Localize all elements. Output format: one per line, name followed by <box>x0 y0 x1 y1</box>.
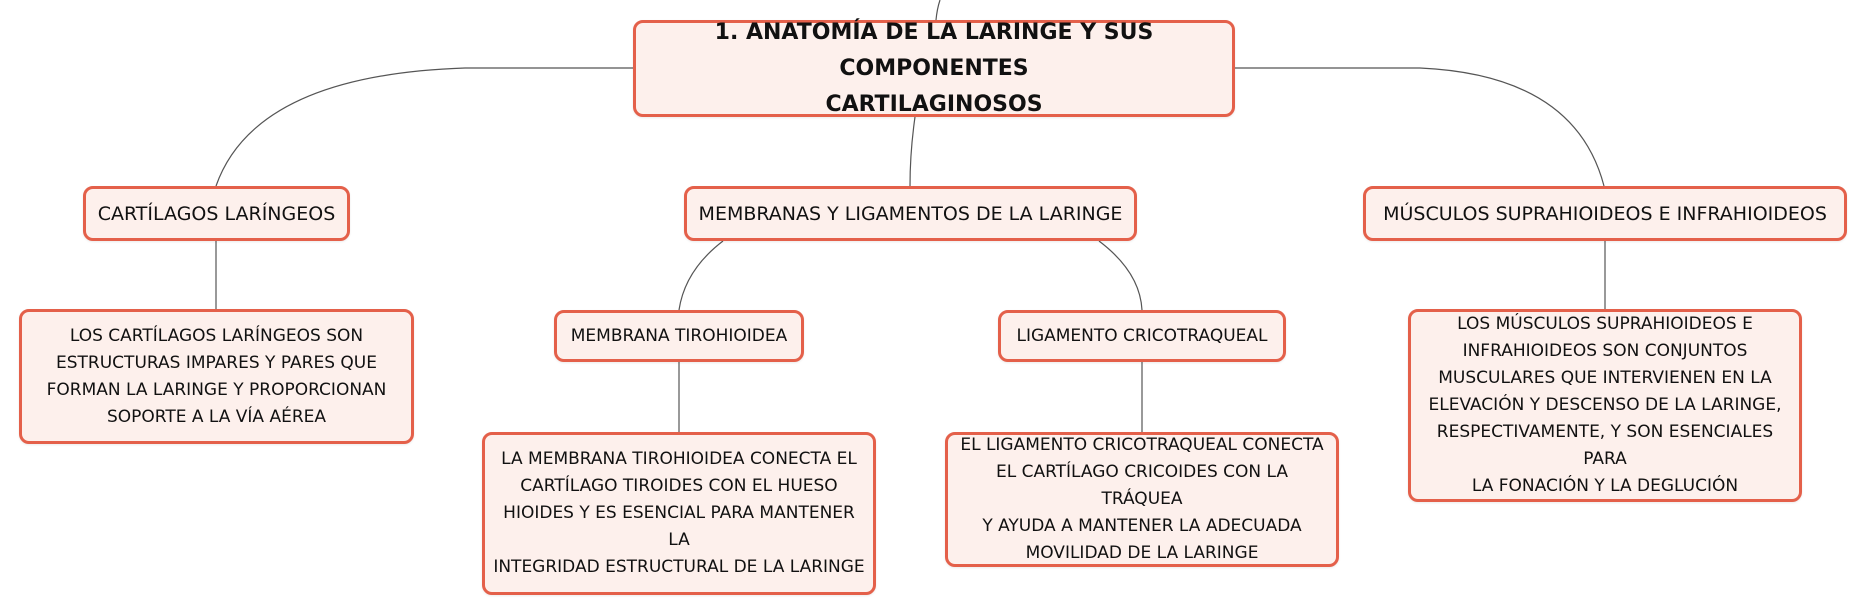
description-line: LOS CARTÍLAGOS LARÍNGEOS SON <box>69 325 364 346</box>
topic-label: CARTÍLAGOS LARÍNGEOS <box>97 202 336 225</box>
description-line: EL LIGAMENTO CRICOTRAQUEAL CONECTA <box>960 435 1324 455</box>
description-line: EL CARTÍLAGO CRICOIDES CON LA TRÁQUEA <box>995 462 1289 509</box>
description-line: ESTRUCTURAS IMPARES Y PARES QUE <box>56 352 377 373</box>
subtopic-label: LIGAMENTO CRICOTRAQUEAL <box>1016 326 1268 346</box>
root-topic[interactable]: 1. ANATOMÍA DE LA LARINGE Y SUS COMPONEN… <box>633 20 1235 117</box>
root-title-line-2: CARTILAGINOSOS <box>825 91 1043 117</box>
topic-label: MEMBRANAS Y LIGAMENTOS DE LA LARINGE <box>698 202 1123 225</box>
topic-membranas-ligamentos[interactable]: MEMBRANAS Y LIGAMENTOS DE LA LARINGE <box>684 186 1137 241</box>
description-line: RESPECTIVAMENTE, Y SON ESENCIALES PARA <box>1436 422 1774 469</box>
description-text: LOS CARTÍLAGOS LARÍNGEOS SON ESTRUCTURAS… <box>47 323 387 431</box>
description-membrana-tirohioidea[interactable]: LA MEMBRANA TIROHIOIDEA CONECTA EL CARTÍ… <box>482 432 876 595</box>
subtopic-membrana-tirohioidea[interactable]: MEMBRANA TIROHIOIDEA <box>554 310 804 362</box>
description-line: ELEVACIÓN Y DESCENSO DE LA LARINGE, <box>1428 395 1782 415</box>
description-line: Y AYUDA A MANTENER LA ADECUADA <box>982 516 1302 536</box>
connector-root-to-membranas <box>909 116 916 187</box>
description-line: LOS MÚSCULOS SUPRAHIOIDEOS E <box>1457 314 1753 334</box>
connector-parent-to-root <box>935 0 941 21</box>
description-line: CARTÍLAGO TIROIDES CON EL HUESO <box>520 476 838 496</box>
description-line: MOVILIDAD DE LA LARINGE <box>1025 543 1259 563</box>
topic-cartilagos-laringeos[interactable]: CARTÍLAGOS LARÍNGEOS <box>83 186 350 241</box>
connector-root-to-musculos <box>1235 67 1605 187</box>
connector-membranas-to-tiro <box>678 240 724 311</box>
topic-label: MÚSCULOS SUPRAHIOIDEOS E INFRAHIOIDEOS <box>1383 202 1827 225</box>
connector-root-to-cartilagos <box>215 67 633 187</box>
description-line: MUSCULARES QUE INTERVIENEN EN LA <box>1438 368 1772 388</box>
subtopic-label: MEMBRANA TIROHIOIDEA <box>570 326 788 346</box>
description-line: INFRAHIOIDEOS SON CONJUNTOS <box>1462 341 1748 361</box>
description-text: EL LIGAMENTO CRICOTRAQUEAL CONECTA EL CA… <box>956 432 1328 567</box>
description-text: LOS MÚSCULOS SUPRAHIOIDEOS E INFRAHIOIDE… <box>1419 311 1791 500</box>
description-cartilagos[interactable]: LOS CARTÍLAGOS LARÍNGEOS SON ESTRUCTURAS… <box>19 309 414 444</box>
description-line: HIOIDES Y ES ESENCIAL PARA MANTENER LA <box>503 503 855 550</box>
description-ligamento-cricotraqueal[interactable]: EL LIGAMENTO CRICOTRAQUEAL CONECTA EL CA… <box>945 432 1339 567</box>
description-line: LA FONACIÓN Y LA DEGLUCIÓN <box>1471 476 1739 496</box>
subtopic-ligamento-cricotraqueal[interactable]: LIGAMENTO CRICOTRAQUEAL <box>998 310 1286 362</box>
root-topic-text: 1. ANATOMÍA DE LA LARINGE Y SUS COMPONEN… <box>642 15 1226 123</box>
description-text: LA MEMBRANA TIROHIOIDEA CONECTA EL CARTÍ… <box>493 446 865 581</box>
root-title-line-1: 1. ANATOMÍA DE LA LARINGE Y SUS COMPONEN… <box>714 19 1154 81</box>
description-line: FORMAN LA LARINGE Y PROPORCIONAN <box>46 379 387 400</box>
description-musculos[interactable]: LOS MÚSCULOS SUPRAHIOIDEOS E INFRAHIOIDE… <box>1408 309 1802 502</box>
description-line: INTEGRIDAD ESTRUCTURAL DE LA LARINGE <box>493 557 865 577</box>
connector-membranas-to-crico <box>1098 240 1143 311</box>
description-line: SOPORTE A LA VÍA AÉREA <box>106 406 327 427</box>
description-line: LA MEMBRANA TIROHIOIDEA CONECTA EL <box>501 449 857 469</box>
topic-musculos-hioideos[interactable]: MÚSCULOS SUPRAHIOIDEOS E INFRAHIOIDEOS <box>1363 186 1847 241</box>
